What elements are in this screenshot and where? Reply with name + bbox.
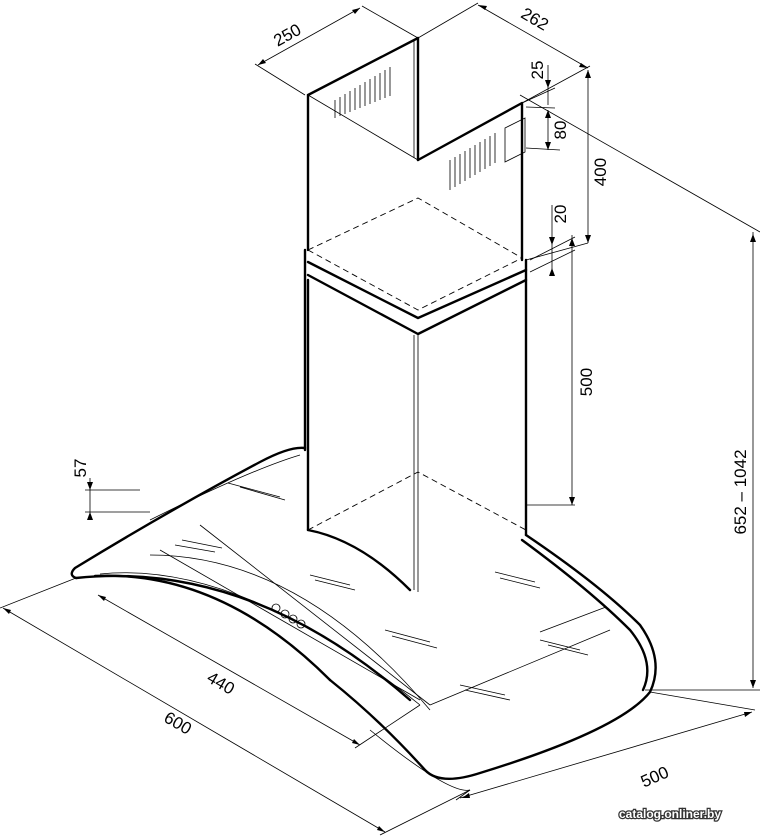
dim-652-1042-label: 652 – 1042 [731,449,750,534]
dim-600-label: 600 [161,708,195,739]
watermark-text: catalog.onliner.by [619,807,721,821]
dim-400-label: 400 [591,158,610,186]
watermark: catalog.onliner.by [618,806,723,823]
glass-reflections [174,482,589,701]
vent-slots-left [334,67,391,118]
dim-25-label: 25 [528,61,547,80]
vent-slots-right [449,117,526,190]
dim-500-depth-label: 500 [638,763,672,792]
dim-500-height-label: 500 [577,368,596,396]
control-buttons [271,603,306,629]
dim-57-label: 57 [71,459,90,478]
lower-chimney [303,248,528,592]
dim-20-label: 20 [551,205,570,224]
dim-250-label: 250 [270,20,304,50]
upper-chimney [306,36,526,311]
dim-80-label: 80 [551,121,570,140]
hood-canopy [70,446,657,791]
dim-262-label: 262 [518,4,552,35]
